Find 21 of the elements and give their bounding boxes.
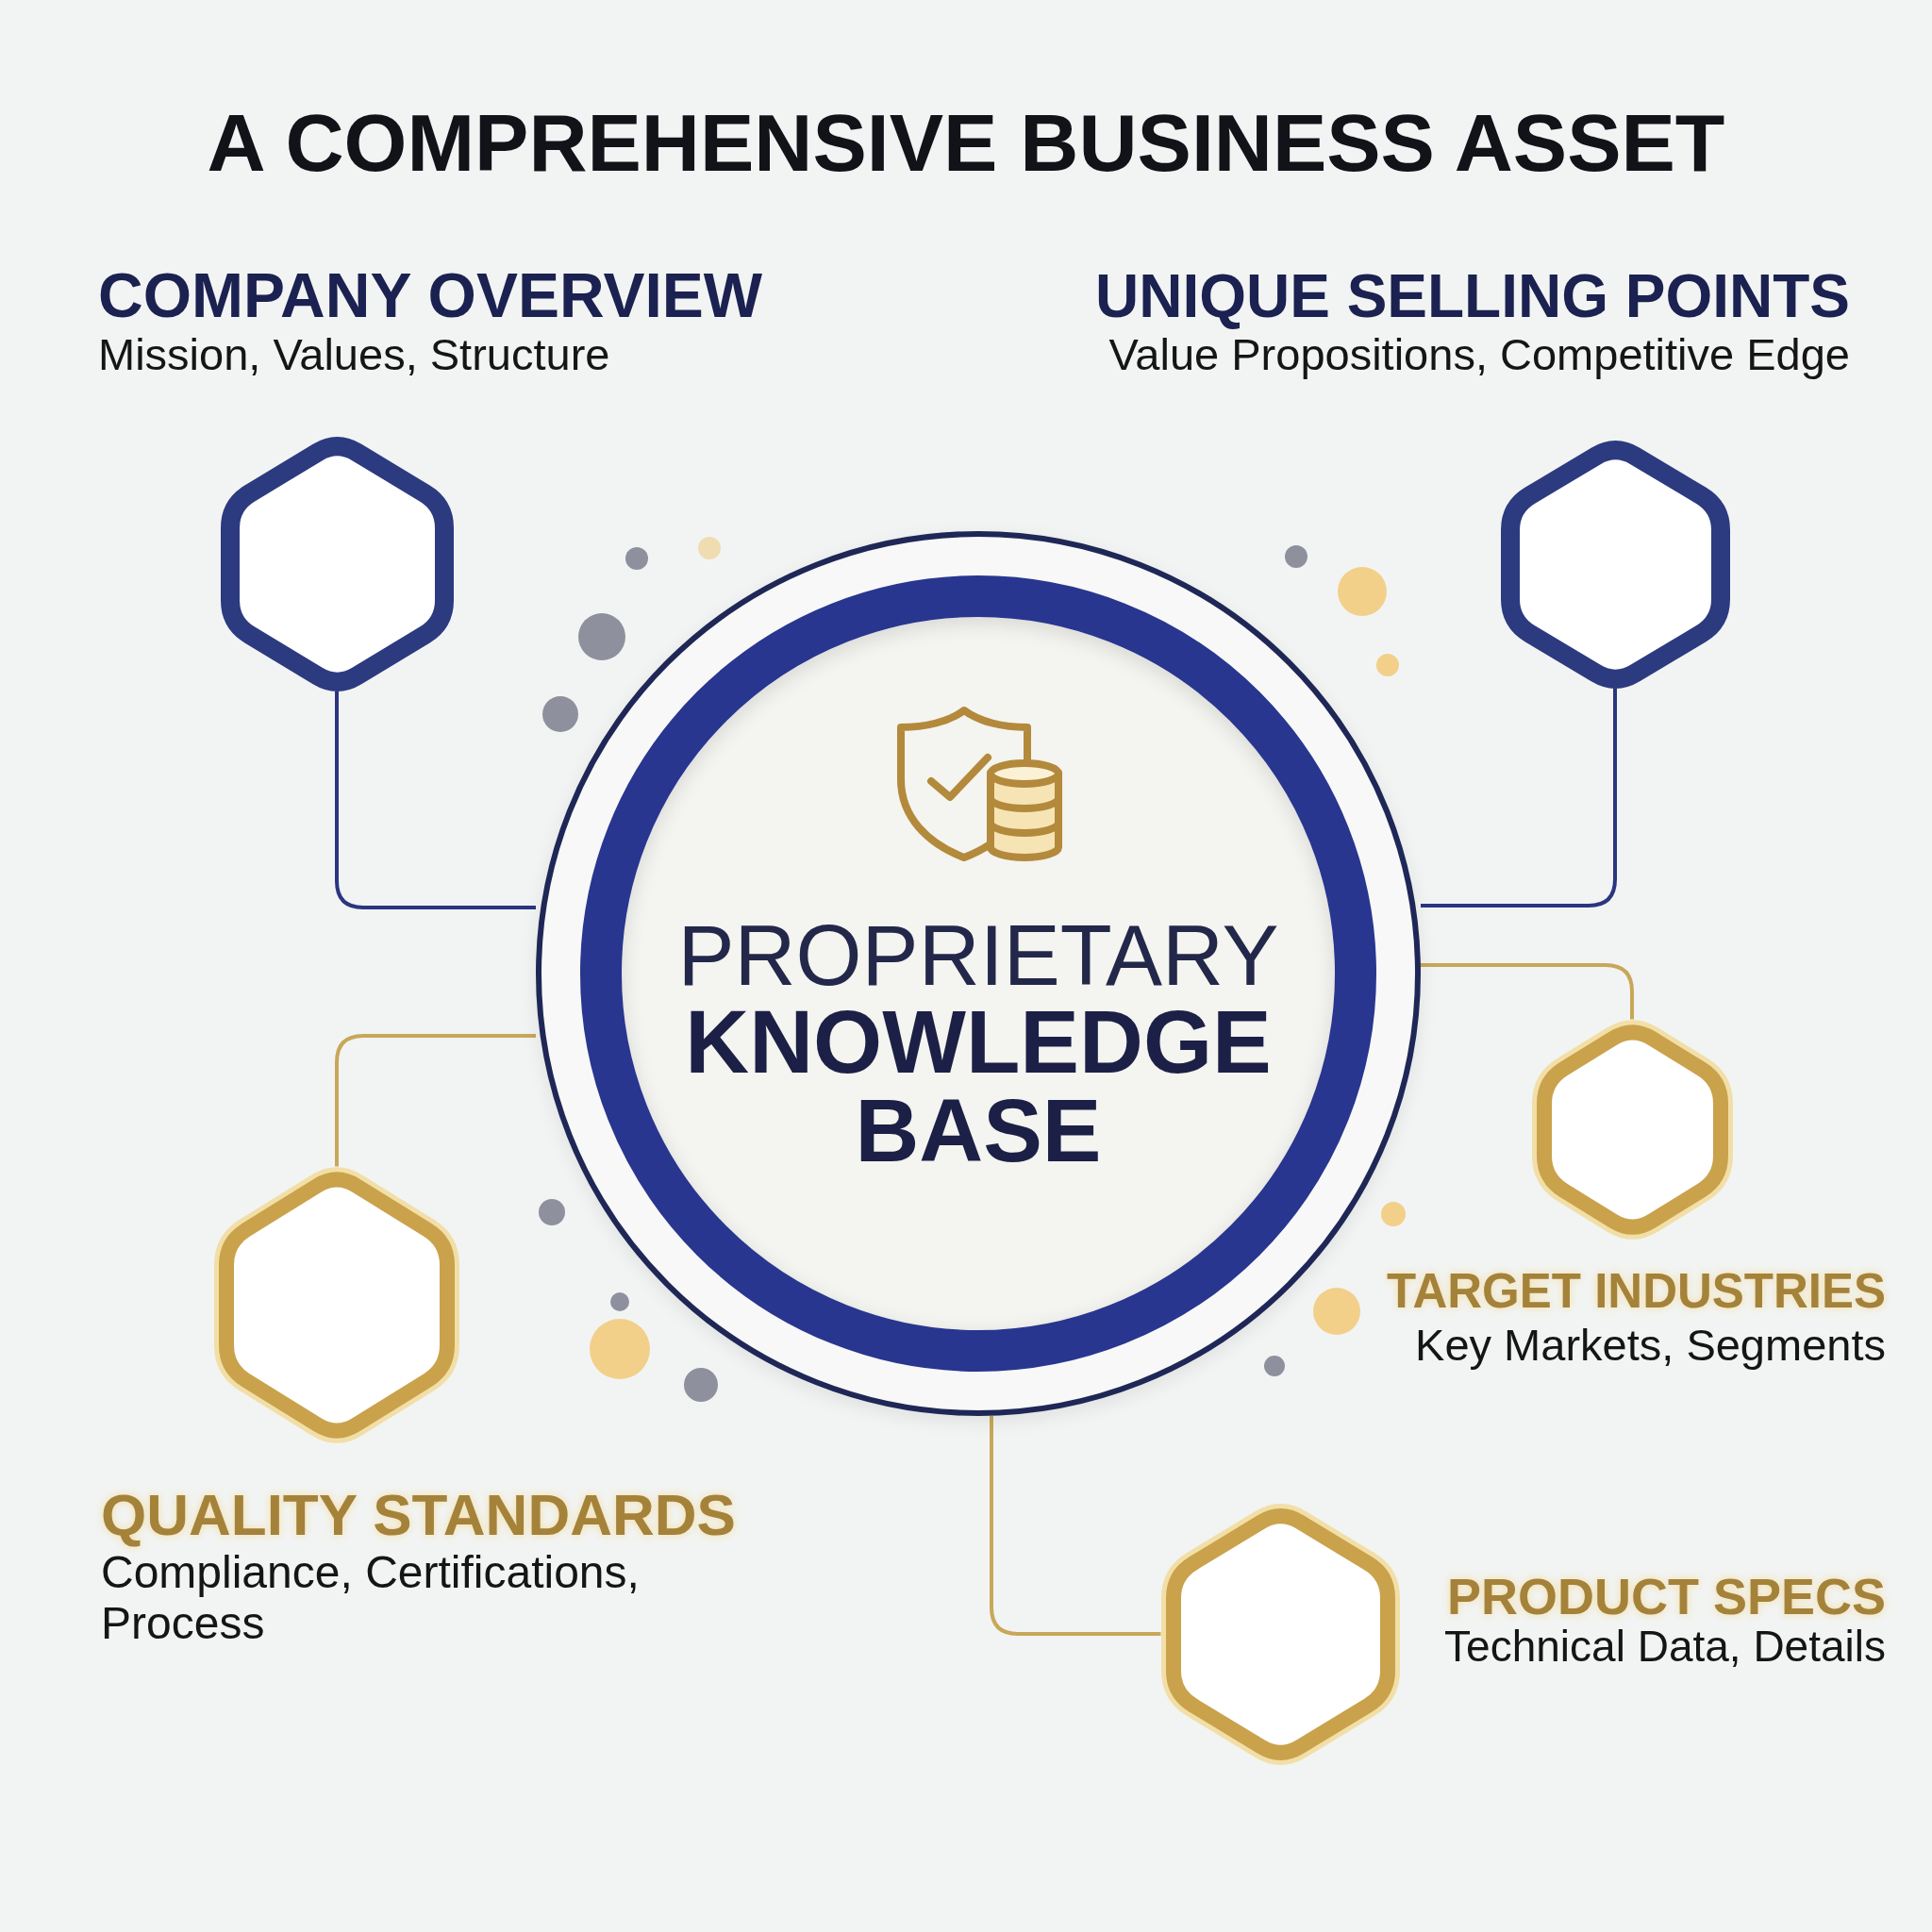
section-heading: COMPANY OVERVIEW bbox=[98, 264, 763, 326]
diagram-title: A COMPREHENSIVE BUSINESS ASSET bbox=[207, 102, 1725, 183]
hexagon bbox=[1531, 1019, 1733, 1240]
connector-line bbox=[990, 1416, 1161, 1636]
section-heading: TARGET INDUSTRIES bbox=[1387, 1267, 1886, 1315]
hexagon bbox=[1160, 1503, 1400, 1765]
hub-title: KNOWLEDGE BASE bbox=[684, 998, 1273, 1175]
hexagon bbox=[1500, 440, 1730, 689]
connector-line bbox=[1421, 963, 1634, 1020]
connector-line bbox=[1421, 688, 1617, 908]
section-description: Compliance, Certifications, Process bbox=[101, 1547, 641, 1649]
section-description: Mission, Values, Structure bbox=[98, 330, 610, 380]
section-description: Value Propositions, Competitive Edge bbox=[1108, 330, 1850, 380]
section-description: Technical Data, Details bbox=[1444, 1623, 1886, 1672]
connector-line bbox=[335, 691, 536, 909]
connector-line bbox=[335, 1034, 536, 1167]
section-heading: PRODUCT SPECS bbox=[1446, 1571, 1886, 1622]
hexagon bbox=[220, 437, 454, 691]
hub-label: PROPRIETARY bbox=[677, 913, 1279, 998]
hexagon bbox=[214, 1166, 459, 1443]
section-description: Key Markets, Segments bbox=[1415, 1321, 1886, 1371]
